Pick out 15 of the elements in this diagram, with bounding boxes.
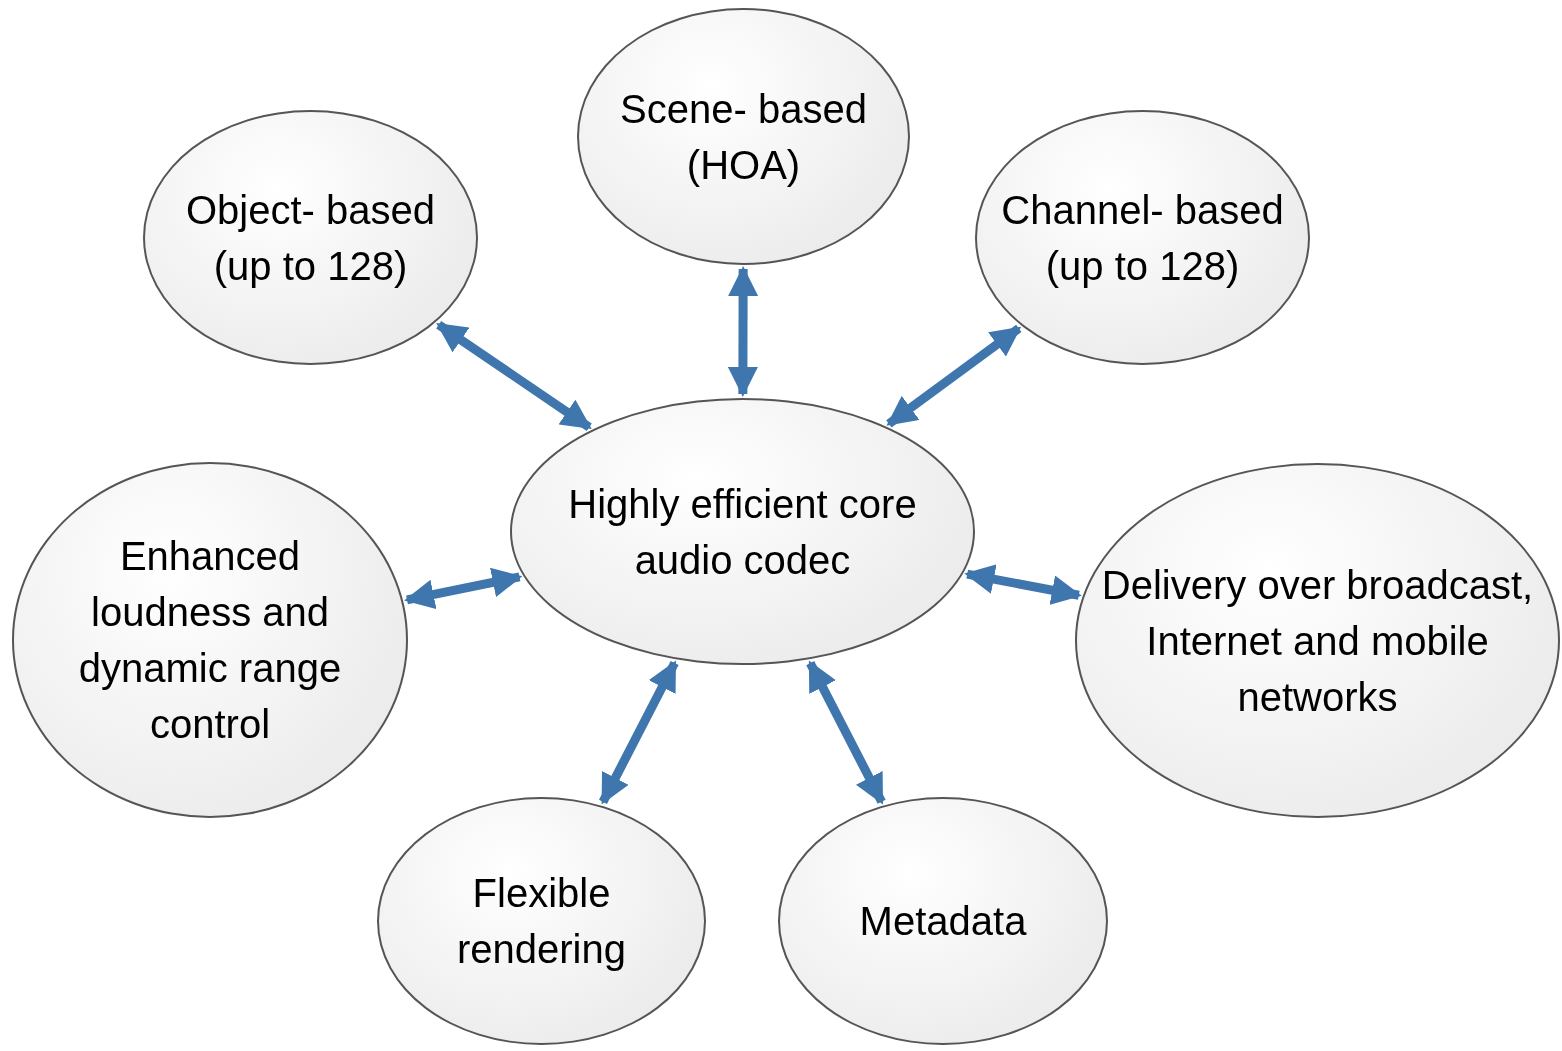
double-arrow — [806, 660, 886, 805]
double-arrow — [404, 567, 523, 610]
node-label: Highly efficient core audio codec — [567, 480, 918, 584]
double-arrow — [964, 564, 1082, 605]
node-label: Delivery over broadcast, Internet and mobile networks — [1100, 561, 1535, 721]
double-arrow — [886, 324, 1022, 428]
double-arrow — [436, 321, 592, 431]
node-label: Enhanced loudness and dynamic range control — [77, 533, 343, 748]
node-label: Flexible rendering — [456, 870, 627, 973]
node-label: Scene- based (HOA) — [619, 85, 868, 189]
node-label: Object- based (up to 128) — [185, 186, 436, 290]
node-label: Metadata — [859, 898, 1027, 945]
double-arrow — [598, 660, 679, 805]
node-label: Channel- based (up to 128) — [1000, 186, 1285, 290]
double-arrow — [727, 266, 759, 397]
